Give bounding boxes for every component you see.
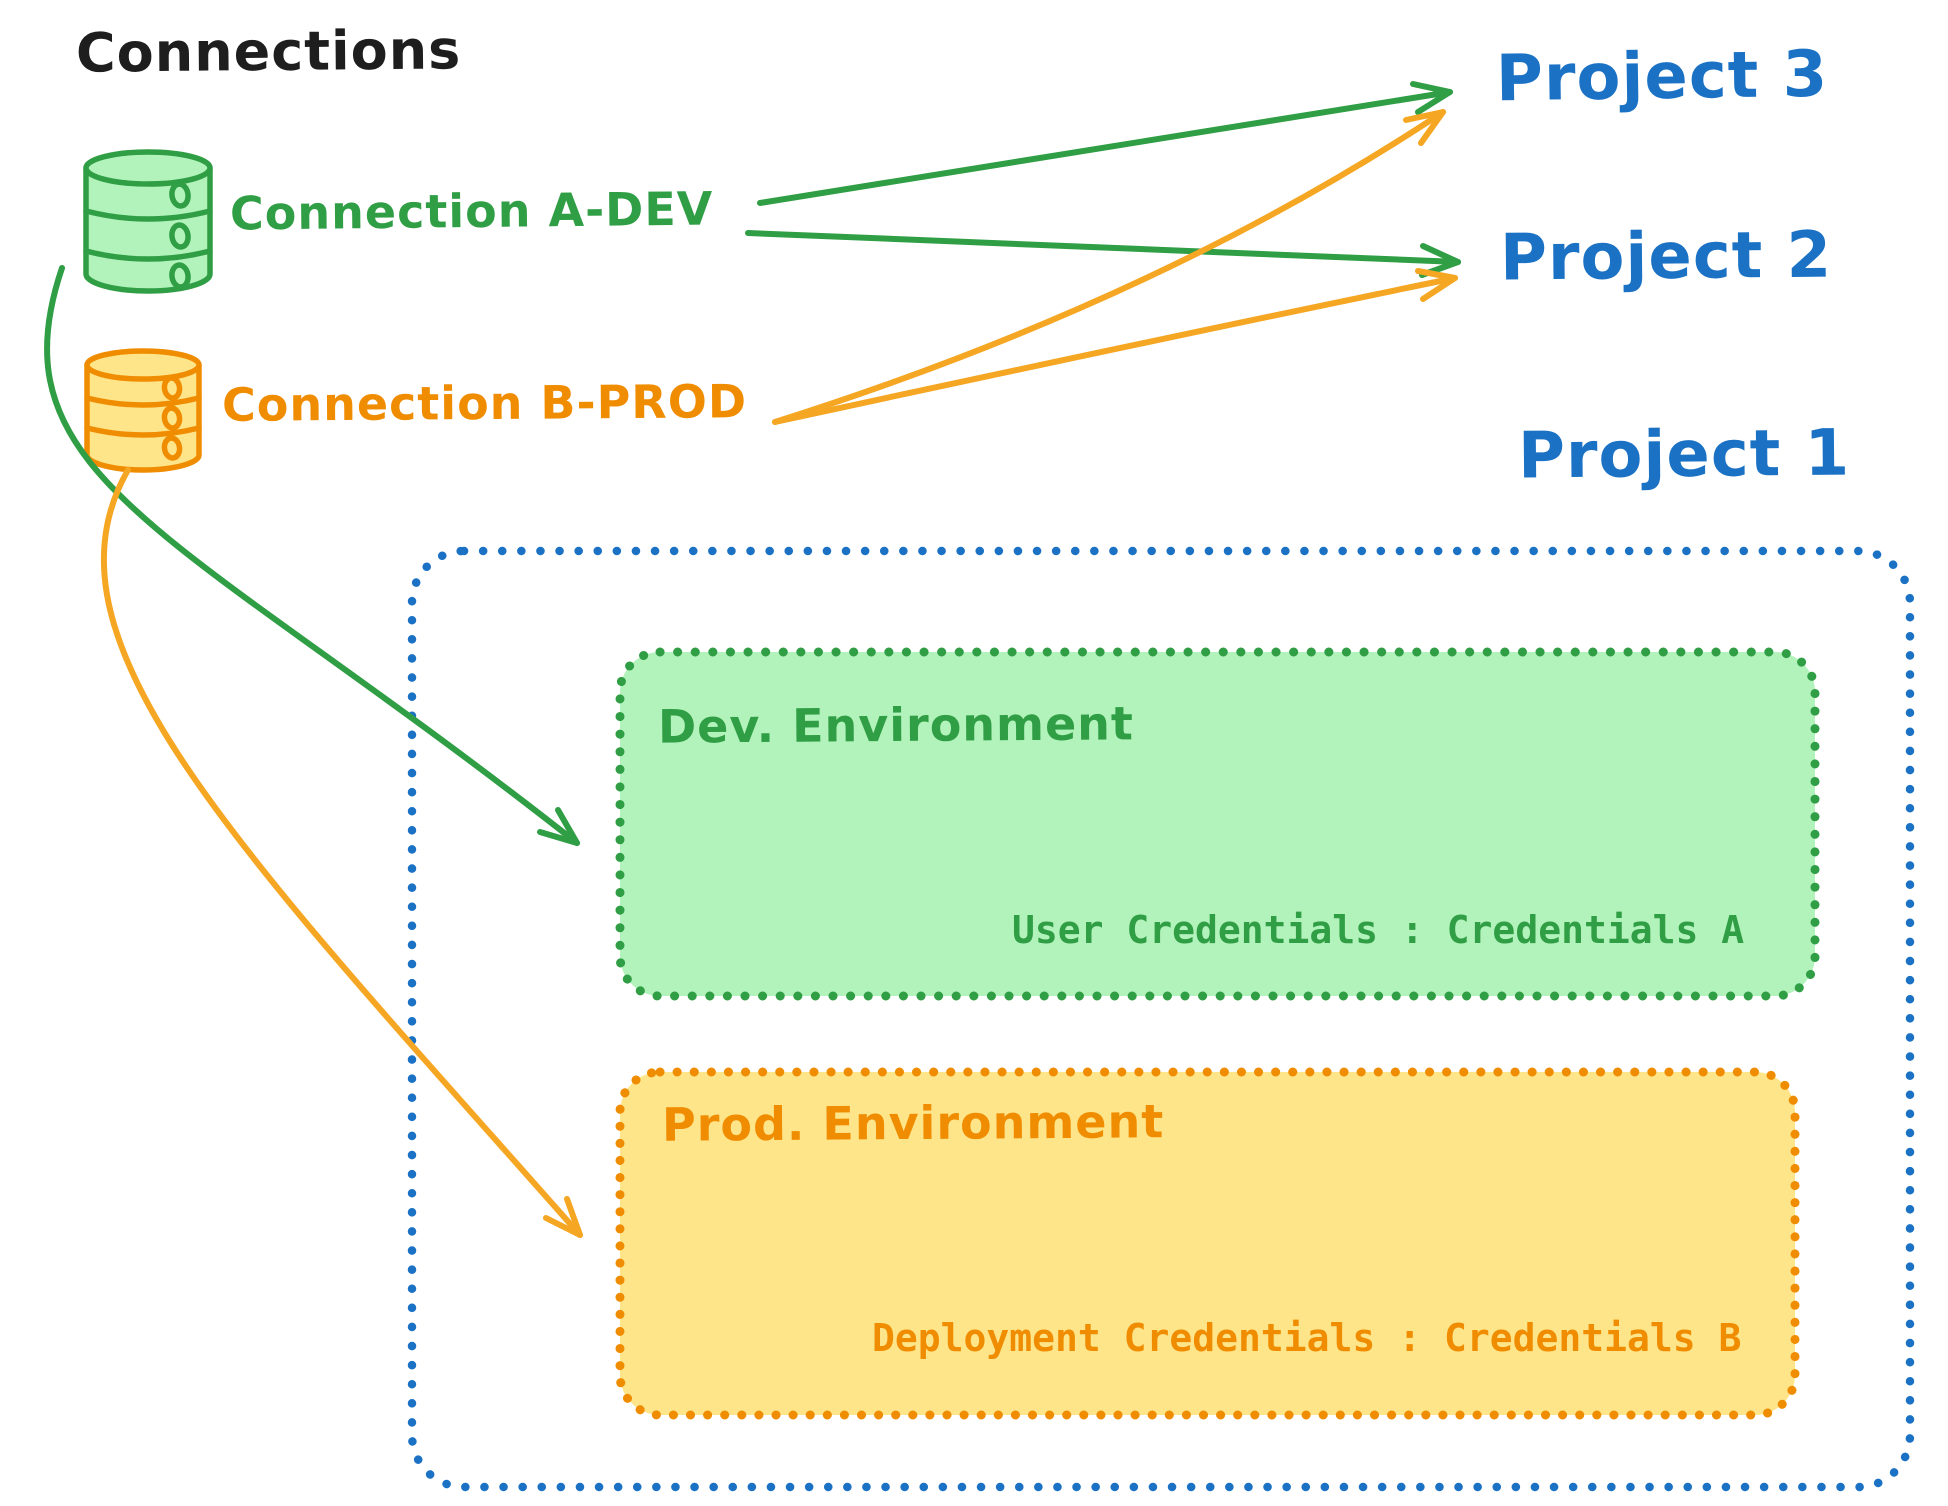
dev-environment-title: Dev. Environment [657, 696, 1135, 754]
prod-environment-credentials: Deployment Credentials : Credentials B [872, 1316, 1742, 1360]
arrow-adev-to-dev-environment [44, 265, 580, 846]
arrow-adev-to-project2 [745, 230, 1461, 278]
database-icon [83, 149, 213, 294]
project-3-label: Project 3 [1495, 37, 1829, 117]
arrow-bprod-to-project2 [772, 268, 1458, 425]
connection-b-prod-label: Connection B-PROD [221, 374, 748, 432]
prod-environment-box [615, 1067, 1800, 1420]
dev-environment-credentials: User Credentials : Credentials A [1012, 908, 1745, 952]
arrow-adev-to-project3 [757, 81, 1453, 206]
connection-a-dev-label: Connection A-DEV [229, 181, 714, 241]
connections-title: Connections [75, 18, 462, 85]
arrow-bprod-to-prod-environment [100, 467, 583, 1238]
arrow-bprod-to-project3 [772, 109, 1446, 425]
project1-box [407, 546, 1915, 1492]
project-1-label: Project 1 [1517, 416, 1851, 494]
project-2-label: Project 2 [1499, 218, 1833, 296]
prod-environment-title: Prod. Environment [661, 1094, 1165, 1152]
database-icon [84, 348, 202, 473]
dev-environment-box [615, 647, 1820, 1001]
